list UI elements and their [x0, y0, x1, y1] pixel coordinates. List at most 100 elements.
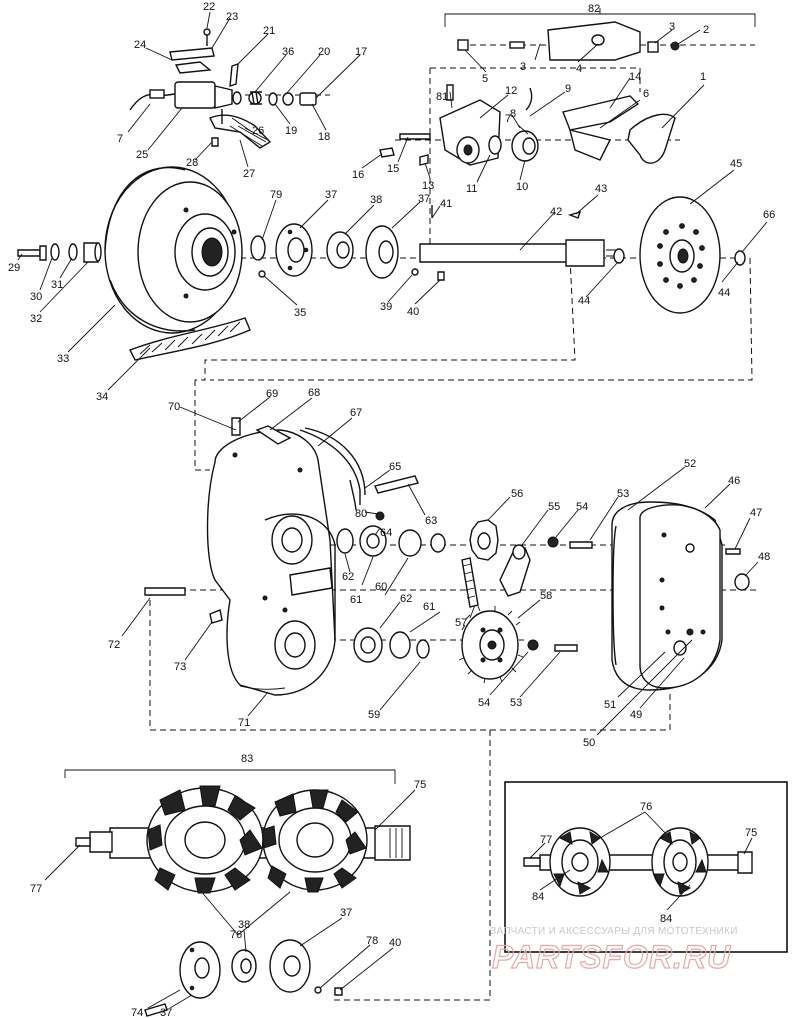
callout-67: 67 [350, 407, 362, 419]
callout-72: 72 [108, 639, 120, 651]
brake-caliper-assembly [129, 28, 317, 149]
callout-58: 58 [540, 590, 552, 602]
watermark-caption: ЗАПЧАСТИ И АКСЕССУАРЫ ДЛЯ МОТОТЕХНИКИ [490, 926, 738, 937]
callout-64: 64 [380, 527, 392, 539]
chaincase-cover-46 [611, 501, 750, 691]
chaincase-internals [144, 475, 593, 684]
callout-76: 76 [230, 929, 242, 941]
callout-55: 55 [548, 501, 560, 513]
callout-26: 26 [252, 125, 264, 137]
callout-46: 46 [728, 475, 740, 487]
callout-77: 77 [540, 834, 552, 846]
callout-17: 17 [355, 46, 367, 58]
callout-83: 83 [241, 753, 253, 765]
callout-60: 60 [375, 581, 387, 593]
callout-27: 27 [243, 168, 255, 180]
callout-43: 43 [595, 183, 607, 195]
callout-78: 78 [366, 935, 378, 947]
callout-14: 14 [629, 71, 641, 83]
callout-48: 48 [758, 551, 770, 563]
driven-pulley [104, 166, 243, 334]
callout-61: 61 [423, 601, 435, 613]
callout-71: 71 [238, 717, 250, 729]
group-bracket-83 [64, 769, 396, 784]
callout-65: 65 [389, 461, 401, 473]
callout-44: 44 [718, 287, 730, 299]
callout-47: 47 [750, 507, 762, 519]
drive-sprocket-left-76 [146, 785, 264, 894]
callout-80: 80 [355, 508, 367, 520]
callout-59: 59 [368, 709, 380, 721]
callout-45: 45 [730, 158, 742, 170]
callout-84: 84 [532, 891, 544, 903]
callout-36: 36 [282, 46, 294, 58]
callout-labels: 2 3 3 4 5 1 6 14 9 12 7 8 81 10 11 13 15… [8, 1, 775, 1018]
callout-13: 13 [422, 180, 434, 192]
callout-51: 51 [604, 699, 616, 711]
callout-20: 20 [318, 46, 330, 58]
callout-52: 52 [684, 458, 696, 470]
callout-38: 38 [238, 919, 250, 931]
callout-28: 28 [186, 157, 198, 169]
callout-62: 62 [342, 571, 354, 583]
callout-56: 56 [511, 488, 523, 500]
callout-84: 84 [660, 913, 672, 925]
callout-61: 61 [350, 594, 362, 606]
callout-44: 44 [578, 295, 590, 307]
callout-5: 5 [482, 73, 488, 85]
sprocket-45 [639, 196, 746, 314]
callout-53: 53 [510, 697, 522, 709]
callout-24: 24 [134, 39, 146, 51]
callout-25: 25 [136, 149, 148, 161]
bearing-flanges-row [250, 205, 445, 281]
callout-75: 75 [414, 779, 426, 791]
callout-37: 37 [340, 907, 352, 919]
callout-39: 39 [380, 301, 392, 313]
callout-82: 82 [588, 3, 600, 15]
callout-37: 37 [160, 1007, 172, 1018]
callout-7: 7 [505, 113, 511, 125]
callout-18: 18 [318, 131, 330, 143]
chaincase-bracket-assembly [379, 21, 680, 166]
callout-70: 70 [168, 401, 180, 413]
callout-79: 79 [270, 189, 282, 201]
callout-7: 7 [117, 133, 123, 145]
callout-2: 2 [703, 24, 709, 36]
callout-74: 74 [131, 1007, 143, 1018]
callout-49: 49 [630, 709, 642, 721]
callout-1: 1 [700, 71, 706, 83]
hub-hardware-29-32 [17, 242, 102, 263]
callout-34: 34 [96, 391, 108, 403]
callout-41: 41 [440, 198, 452, 210]
callout-76: 76 [640, 801, 652, 813]
callout-81: 81 [436, 91, 448, 103]
watermark: ЗАПЧАСТИ И АКСЕССУАРЫ ДЛЯ МОТОТЕХНИКИ PA… [490, 926, 738, 976]
callout-11: 11 [466, 183, 477, 195]
callout-19: 19 [285, 125, 297, 137]
callout-50: 50 [583, 737, 595, 749]
watermark-site: PARTSFOR.RU [492, 939, 731, 975]
callout-23: 23 [226, 11, 238, 23]
callout-12: 12 [505, 85, 517, 97]
callout-63: 63 [425, 515, 437, 527]
callout-40: 40 [389, 937, 401, 949]
callout-3: 3 [520, 61, 526, 73]
callout-35: 35 [294, 307, 306, 319]
callout-42: 42 [550, 206, 562, 218]
bearing-housing-row [144, 939, 343, 1017]
callout-62: 62 [400, 593, 412, 605]
callout-69: 69 [266, 388, 278, 400]
callout-22: 22 [203, 1, 215, 13]
inset-alt-drive-shaft [504, 781, 788, 953]
callout-73: 73 [174, 661, 186, 673]
callout-9: 9 [565, 83, 571, 95]
callout-30: 30 [30, 291, 42, 303]
callout-16: 16 [352, 169, 364, 181]
callout-6: 6 [643, 88, 649, 100]
callout-29: 29 [8, 262, 20, 274]
callout-37: 37 [418, 193, 430, 205]
callout-3: 3 [669, 21, 675, 33]
callout-68: 68 [308, 387, 320, 399]
